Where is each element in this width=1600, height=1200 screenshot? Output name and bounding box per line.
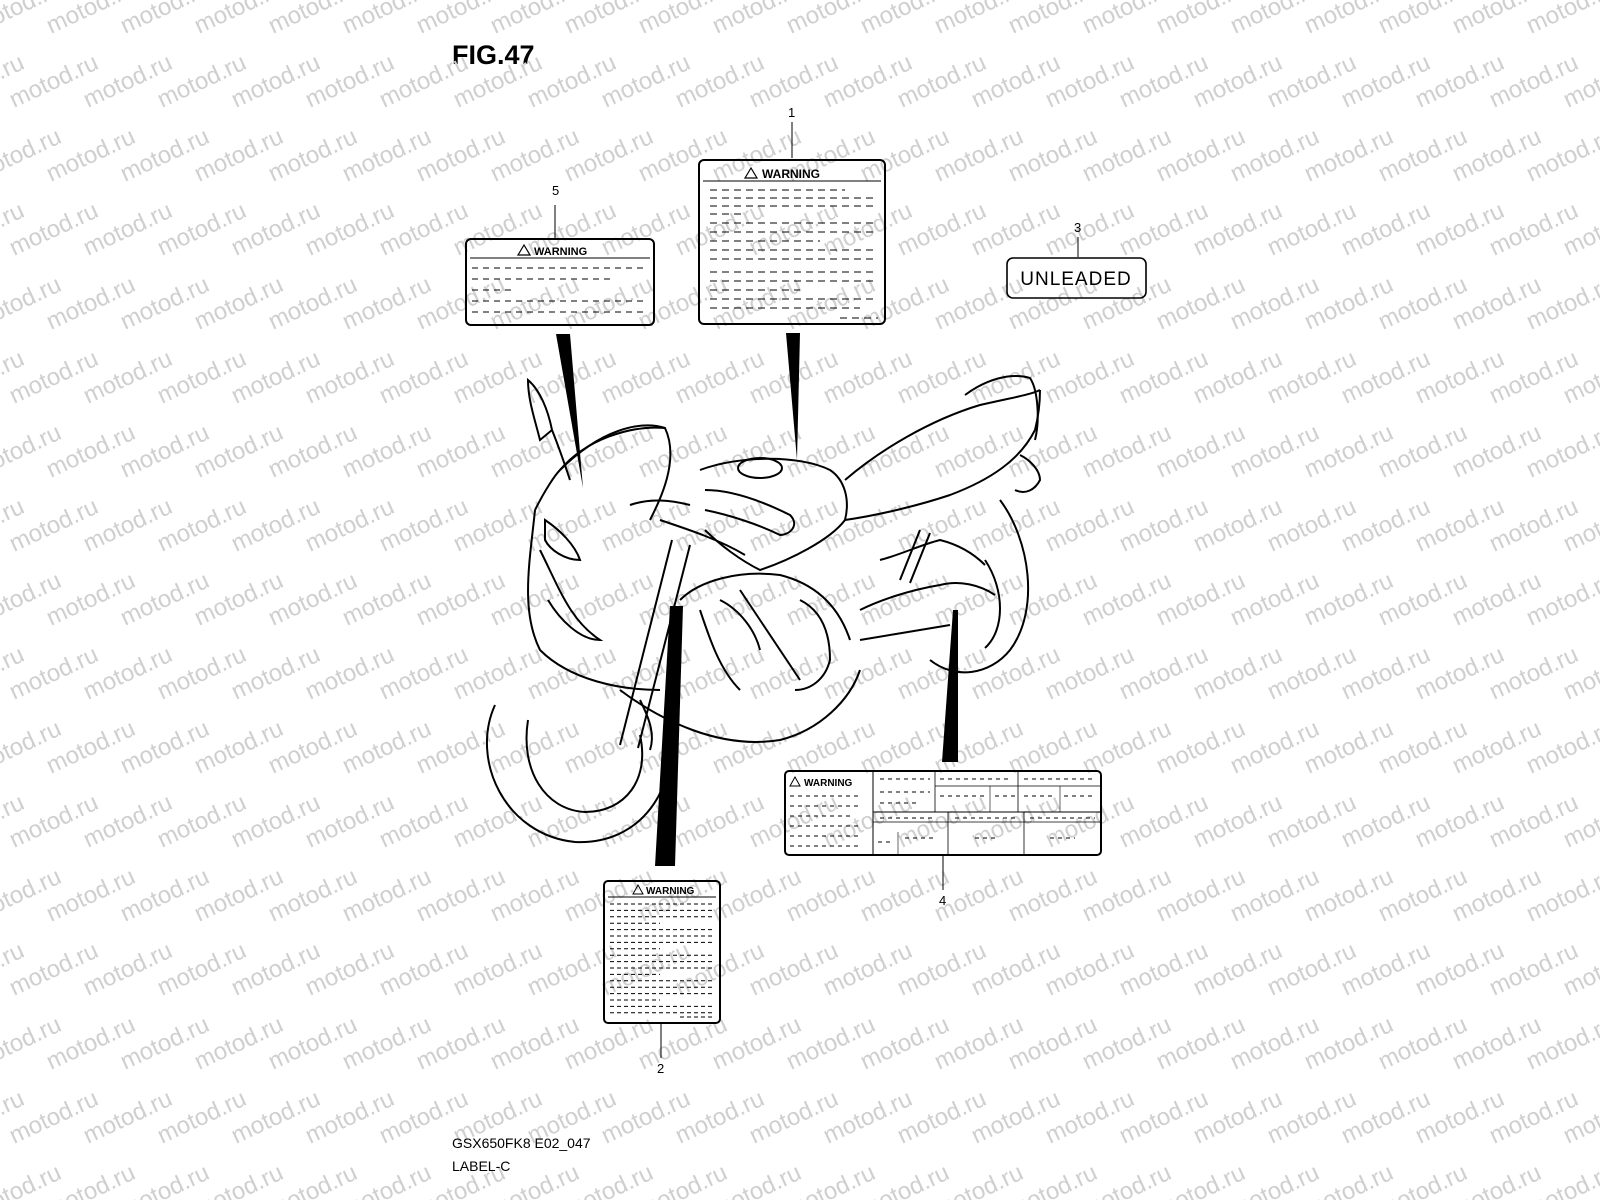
label-2-title: WARNING — [646, 886, 695, 897]
label-5-warning: WARNING — [465, 238, 655, 326]
callout-4: 4 — [939, 893, 946, 908]
label-3-unleaded: UNLEADED — [1006, 257, 1147, 299]
figure-title: FIG.47 — [452, 40, 535, 70]
label-3-text: UNLEADED — [1020, 269, 1131, 290]
callout-2: 2 — [657, 1061, 664, 1076]
leader-wedges — [556, 333, 958, 866]
model-code: GSX650FK8 E02_047 — [452, 1135, 591, 1151]
callout-5: 5 — [552, 183, 559, 198]
label-5-title: WARNING — [534, 246, 587, 258]
label-2-warning: WARNING — [603, 880, 721, 1024]
callout-3: 3 — [1074, 220, 1081, 235]
label-4-warning: WARNING — [784, 770, 1102, 856]
callout-1: 1 — [788, 105, 795, 120]
watermark-text: motod.ru — [1522, 0, 1600, 39]
watermark-text: motod.ru — [1596, 0, 1600, 39]
label-1-title: WARNING — [762, 167, 820, 181]
label-4-title: WARNING — [804, 778, 853, 789]
label-1-warning: WARNING — [698, 159, 886, 325]
section-name: LABEL-C — [452, 1158, 511, 1174]
motorcycle-outline — [486, 374, 1042, 844]
